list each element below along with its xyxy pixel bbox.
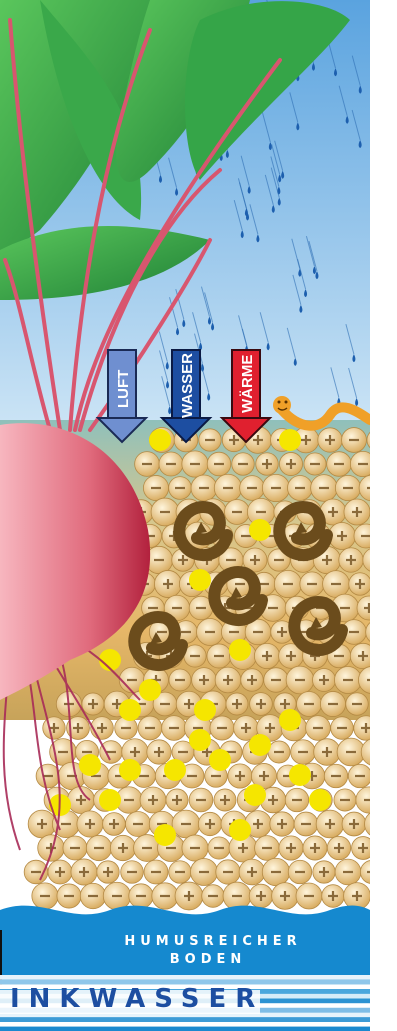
band-title: INKWASSER	[10, 984, 264, 1014]
arrow-label-luft: LUFT	[115, 370, 132, 408]
soil-illustration: LUFT WASSER WÄRME HUMUSREICHER BODEN INK…	[0, 0, 370, 1031]
illustration-canvas: LUFT WASSER WÄRME HUMUSREICHER BODEN INK…	[0, 0, 370, 1031]
arrow-label-waerme: WÄRME	[239, 355, 256, 413]
caption-line-1: HUMUSREICHER	[124, 934, 301, 949]
arrow-label-wasser: WASSER	[179, 353, 196, 418]
input-arrows: LUFT WASSER WÄRME	[98, 350, 270, 442]
page-margin	[370, 0, 397, 1031]
caption-line-2: BODEN	[170, 952, 247, 967]
